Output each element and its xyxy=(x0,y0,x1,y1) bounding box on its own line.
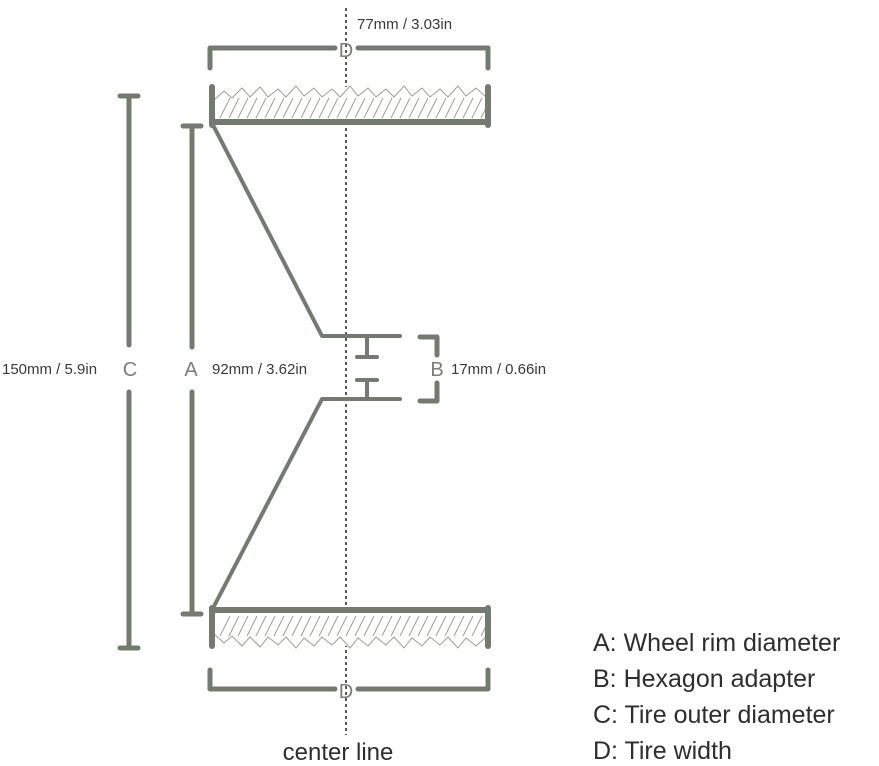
tread-hatch-line xyxy=(282,615,294,637)
tread-hatch-line xyxy=(309,615,321,637)
tire-outer-diameter-line xyxy=(117,93,141,651)
tread-hatch-line xyxy=(408,615,420,637)
tread-hatch-line xyxy=(237,615,249,637)
tread-hatch-line xyxy=(264,615,276,637)
tread-hatch-line xyxy=(273,97,285,119)
tread-hatch-line xyxy=(336,615,348,637)
tread-hatch-line xyxy=(300,615,312,637)
tread-hatch-line xyxy=(444,97,456,119)
legend-item-b: B: Hexagon adapter xyxy=(593,665,815,693)
tread-hatch-line xyxy=(381,97,393,119)
tread-hatch-line xyxy=(246,97,258,119)
tread-hatch-line xyxy=(444,615,456,637)
tread-hatch-line xyxy=(471,97,483,119)
tire-width-bracket-bottom xyxy=(207,667,491,692)
tread-hatch-line xyxy=(264,97,276,119)
tread-hatch-line xyxy=(390,97,402,119)
tire-width-bracket-top xyxy=(207,45,491,71)
tread-hatch-line xyxy=(354,615,366,637)
hexagon-adapter-letter: B xyxy=(430,359,443,381)
tread-hatch-line xyxy=(318,615,330,637)
tread-hatch-line xyxy=(237,97,249,119)
wheel-rim-diameter-line xyxy=(180,123,204,617)
tire-width-letter-top: D xyxy=(339,40,353,62)
rim-profile xyxy=(210,121,402,612)
tread-hatch-line xyxy=(282,97,294,119)
legend-item-c: C: Tire outer diameter xyxy=(593,701,835,729)
tread-hatch-line xyxy=(246,615,258,637)
tread-hatch-line xyxy=(471,615,483,637)
tread-hatch-line xyxy=(372,97,384,119)
top-tire xyxy=(209,84,492,128)
hexagon-adapter xyxy=(355,336,379,399)
tire-outer-diameter-label: 150mm / 5.9in xyxy=(2,361,97,378)
tread-hatch-line xyxy=(219,97,231,119)
tread-hatch-line xyxy=(228,97,240,119)
tread-hatch-line xyxy=(336,97,348,119)
tread-hatch-line xyxy=(399,615,411,637)
tread-hatch-line xyxy=(372,615,384,637)
tread-hatch-line xyxy=(363,97,375,119)
tread-hatch-line xyxy=(435,97,447,119)
legend-item-a: A: Wheel rim diameter xyxy=(593,629,840,657)
tread-hatch-line xyxy=(228,615,240,637)
tread-hatch-line xyxy=(291,97,303,119)
hexagon-adapter-bracket xyxy=(417,334,440,404)
tread-hatch-line xyxy=(273,615,285,637)
bottom-tire xyxy=(209,605,492,649)
wheel-rim-diameter-letter: A xyxy=(184,359,198,381)
tread-hatch-line xyxy=(327,97,339,119)
hexagon-adapter-label: 17mm / 0.66in xyxy=(451,361,546,378)
tire-width-letter-bottom: D xyxy=(339,681,353,703)
legend: A: Wheel rim diameter B: Hexagon adapter… xyxy=(593,629,840,765)
tread-hatch-line xyxy=(345,97,357,119)
tread-hatch-line xyxy=(399,97,411,119)
tire-outer-diameter-letter: C xyxy=(123,359,137,381)
tread-hatch-line xyxy=(327,615,339,637)
tread-hatch-line xyxy=(408,97,420,119)
tread-hatch-line xyxy=(219,615,231,637)
tread-hatch-line xyxy=(462,615,474,637)
tread-hatch-line xyxy=(453,615,465,637)
legend-item-d: D: Tire width xyxy=(593,737,732,765)
tread-hatch-line xyxy=(309,97,321,119)
tread-hatch-line xyxy=(462,97,474,119)
tread-hatch-line xyxy=(426,615,438,637)
tread-hatch-line xyxy=(453,97,465,119)
wheel-rim-diameter-label: 92mm / 3.62in xyxy=(212,361,307,378)
tread-hatch-line xyxy=(417,615,429,637)
tread-hatch-line xyxy=(354,97,366,119)
tread-hatch-line xyxy=(363,615,375,637)
tread-hatch-line xyxy=(255,615,267,637)
center-line-label: center line xyxy=(283,739,394,766)
tread-hatch-line xyxy=(255,97,267,119)
tread-hatch-line xyxy=(318,97,330,119)
tire-width-label: 77mm / 3.03in xyxy=(357,16,452,33)
tread-hatch-line xyxy=(300,97,312,119)
tread-hatch-line xyxy=(381,615,393,637)
tread-hatch-line xyxy=(291,615,303,637)
tread-hatch-line xyxy=(390,615,402,637)
tread-hatch-line xyxy=(345,615,357,637)
tread-hatch-line xyxy=(426,97,438,119)
tread-hatch-line xyxy=(435,615,447,637)
tread-hatch-line xyxy=(417,97,429,119)
